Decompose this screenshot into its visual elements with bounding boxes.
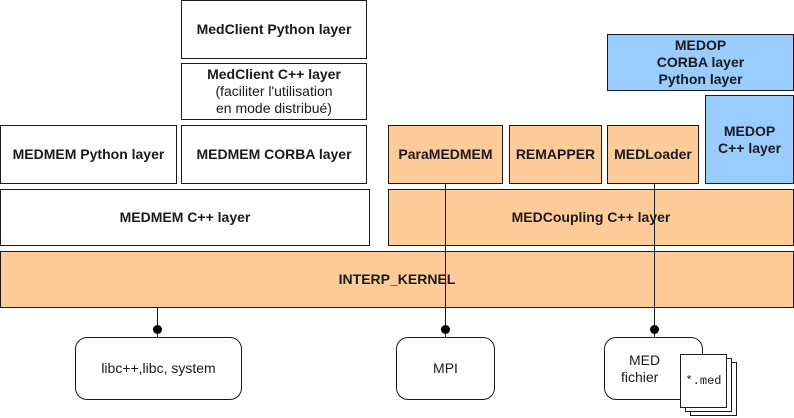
medmem-python-label: MEDMEM Python layer xyxy=(12,146,165,162)
medclient-cpp-note-line-2: en mode distribué) xyxy=(216,100,332,116)
paramedmem-label: ParaMEDMEM xyxy=(397,146,494,163)
med-file-label: *.med xyxy=(685,374,722,388)
med-fichier-label-line-2: fichier xyxy=(621,368,659,385)
medloader-label: MEDLoader xyxy=(613,146,693,163)
medop-corba-label-line-2: CORBA layer xyxy=(656,54,745,70)
medop-corba-python-layer: MEDOP CORBA layer Python layer xyxy=(607,34,794,91)
interp-kernel-label: INTERP_KERNEL xyxy=(338,271,456,287)
medmem-corba-label: MEDMEM CORBA layer xyxy=(196,146,352,162)
libc-system-label: libc++,libc, system xyxy=(101,360,216,376)
connector-kernel-libc xyxy=(157,307,158,339)
mpi-box: MPI xyxy=(396,337,495,400)
medop-corba-label-line-1: MEDOP xyxy=(674,37,727,53)
medcoupling-cpp-layer: MEDCoupling C++ layer xyxy=(388,189,794,246)
paramedmem-box: ParaMEDMEM xyxy=(388,125,503,184)
remapper-box: REMAPPER xyxy=(509,125,602,184)
medcoupling-cpp-label: MEDCoupling C++ layer xyxy=(510,209,672,226)
medloader-box: MEDLoader xyxy=(607,125,699,184)
medclient-python-layer: MedClient Python layer xyxy=(181,0,367,59)
medclient-cpp-label: MedClient C++ layer xyxy=(207,66,341,82)
medmem-cpp-label: MEDMEM C++ layer xyxy=(119,209,251,225)
remapper-label: REMAPPER xyxy=(515,146,596,162)
connector-medloader-med-overlay xyxy=(654,184,655,338)
medclient-python-label: MedClient Python layer xyxy=(196,21,352,37)
junction-dot-libc xyxy=(153,325,162,334)
medclient-cpp-note-line-1: (faciliter l'utilisation xyxy=(215,83,333,99)
medmem-python-layer: MEDMEM Python layer xyxy=(0,125,177,184)
interp-kernel-layer: INTERP_KERNEL xyxy=(0,251,794,308)
junction-dot-mpi xyxy=(441,325,450,334)
junction-dot-med xyxy=(650,325,659,334)
medop-cpp-label-line-2: C++ layer xyxy=(717,139,782,156)
libc-system-box: libc++,libc, system xyxy=(75,337,242,400)
medop-corba-label-line-3: Python layer xyxy=(658,71,743,87)
connector-paramedmem-mpi-overlay xyxy=(445,184,446,338)
med-file-icon: *.med xyxy=(680,354,727,408)
medclient-cpp-layer: MedClient C++ layer (faciliter l'utilisa… xyxy=(181,63,367,120)
mpi-label: MPI xyxy=(433,360,458,376)
medmem-cpp-layer: MEDMEM C++ layer xyxy=(0,189,370,246)
medop-cpp-layer: MEDOP C++ layer xyxy=(705,95,794,184)
medmem-corba-layer: MEDMEM CORBA layer xyxy=(181,125,367,184)
medop-cpp-label-line-1: MEDOP xyxy=(723,122,776,139)
med-fichier-label-line-1: MED xyxy=(629,351,661,368)
